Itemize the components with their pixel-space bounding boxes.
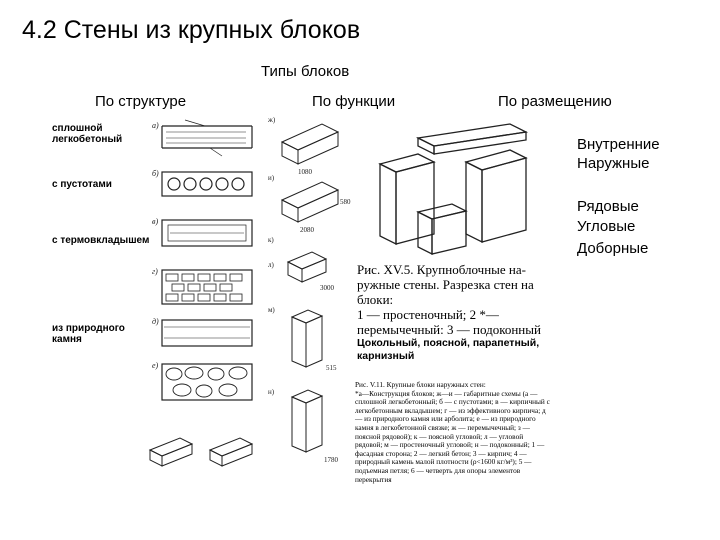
- block-pier: [290, 309, 324, 368]
- dim-515: 515: [326, 364, 337, 372]
- column-heading-structure: По структуре: [95, 93, 187, 110]
- placement-row: Рядовые: [577, 198, 639, 215]
- wall-segmentation-drawing: [378, 123, 529, 256]
- func-letter-k: к): [268, 236, 274, 244]
- structure-label-solid: сплошной легкобетоный: [52, 123, 123, 145]
- section-insulated: [161, 219, 253, 247]
- structure-sections-drawing: а) б) в) г) д) е): [152, 119, 253, 401]
- section-stone: [161, 319, 253, 347]
- section-solid: [161, 119, 253, 157]
- top-lintel-block: [415, 123, 529, 156]
- block-lintel-1: [280, 123, 340, 165]
- section-brick: [161, 269, 253, 305]
- struct-letter-a: а): [152, 121, 159, 130]
- func-letter-i: и): [268, 174, 275, 182]
- small-blocks-drawing: [148, 437, 254, 467]
- right-pier-block: [464, 149, 528, 244]
- column-heading-function: По функции: [312, 93, 396, 110]
- dim-1780: 1780: [324, 456, 339, 464]
- structure-label-stone: из природного камня: [52, 323, 125, 345]
- placement-additional: Доборные: [577, 240, 649, 257]
- wall-segmentation-figure: [360, 108, 570, 258]
- struct-letter-f: е): [152, 361, 159, 370]
- dim-2080: 2080: [300, 226, 315, 234]
- column-heading-placement: По размещению: [498, 93, 612, 110]
- section-hollow: [161, 171, 253, 197]
- function-blocks-drawing: ж) и) к) л) м) н) 1080 2080 580 3000 515…: [268, 116, 351, 464]
- placement-external: Наружные: [577, 155, 650, 172]
- left-pier-block: [378, 153, 436, 246]
- struct-letter-c: в): [152, 217, 158, 226]
- dim-580: 580: [340, 198, 351, 206]
- structure-sections-figure: а) б) в) г) д) е): [150, 112, 260, 412]
- figure-caption-v11: Рис. V.11. Крупные блоки наружных стен: …: [355, 380, 550, 484]
- func-letter-n: н): [268, 388, 275, 396]
- block-lintel-2: [280, 181, 340, 223]
- slide-subtitle: Типы блоков: [261, 63, 350, 80]
- func-letter-l: л): [268, 261, 274, 269]
- small-blocks-figure: [140, 420, 270, 480]
- structure-label-hollow: с пустотами: [52, 179, 112, 190]
- structure-label-insulated: с термовкладышем: [52, 235, 150, 246]
- struct-letter-d: г): [152, 267, 158, 276]
- function-note: Цокольный, поясной, парапетный, карнизны…: [357, 337, 540, 362]
- block-pier-corner: [290, 389, 324, 453]
- figure-caption-xv5: Рис. XV.5. Крупноблочные на­ружные стены…: [357, 262, 541, 337]
- dim-1080: 1080: [298, 168, 313, 176]
- func-letter-m: м): [268, 306, 275, 314]
- struct-letter-b: б): [152, 169, 159, 178]
- placement-corner: Угловые: [577, 218, 636, 235]
- block-sill: [286, 251, 328, 283]
- func-letter-zh: ж): [268, 116, 276, 124]
- placement-internal: Внутренние: [577, 136, 660, 153]
- function-blocks-figure: ж) и) к) л) м) н) 1080 2080 580 3000 515…: [268, 112, 356, 487]
- sill-block: [416, 203, 468, 256]
- section-stone-concrete: [161, 363, 253, 401]
- slide-title: 4.2 Стены из крупных блоков: [22, 16, 361, 44]
- struct-letter-e: д): [152, 317, 159, 326]
- dim-3000: 3000: [320, 284, 335, 292]
